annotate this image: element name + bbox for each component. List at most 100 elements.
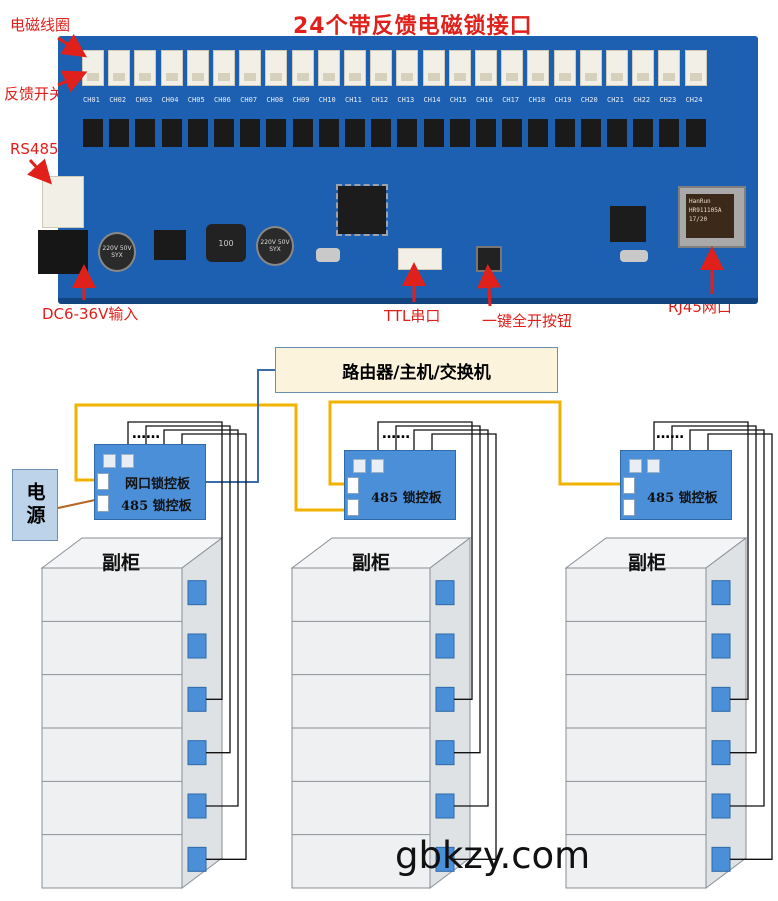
lock-module: [187, 793, 207, 819]
lock-module: [711, 686, 731, 712]
coil-connector: [134, 50, 157, 86]
watermark: gbkzy.com: [395, 834, 591, 877]
channel-label: CH17: [502, 96, 520, 104]
ttl-label: TTL串口: [384, 307, 441, 325]
regulator-chip: [154, 230, 186, 260]
mosfet: [659, 119, 680, 147]
mosfet: [607, 119, 627, 147]
channel-label: CH21: [607, 96, 624, 104]
channel-label: CH12: [371, 96, 389, 104]
wire-dots: ……: [132, 426, 160, 442]
channel-label: CH19: [554, 96, 572, 104]
coil-connector: [108, 50, 131, 86]
channel-label: CH14: [423, 96, 441, 104]
coil-connector: [265, 50, 288, 86]
power-cable: [57, 499, 96, 509]
lock-wire: [653, 421, 749, 700]
coil-connector: [344, 50, 366, 86]
cabinet-label-2: 副柜: [352, 552, 391, 574]
channel-label: CH07: [240, 96, 258, 104]
mosfet: [345, 119, 365, 147]
board-port: [97, 473, 109, 490]
lock-wire: [671, 425, 757, 754]
lock-wire: [431, 433, 497, 860]
lock-wire: [377, 421, 473, 700]
lock-wire: [413, 429, 489, 807]
feedback-arrow: [57, 70, 88, 93]
channel-label: CH04: [161, 96, 179, 104]
lock-module: [187, 633, 207, 659]
mosfet: [214, 119, 234, 147]
one-key-open-label: 一键全开按钮: [482, 312, 573, 330]
channel-label: CH01: [83, 96, 100, 104]
mosfet: [423, 119, 444, 147]
capacitor-1: 220V 50V SYX: [98, 232, 136, 272]
lock-module: [711, 580, 731, 606]
board-pad: [647, 459, 660, 473]
mosfet: [528, 119, 549, 147]
board-label-485: 485 锁控板: [121, 499, 192, 514]
coil-connector: [475, 50, 497, 86]
board-port: [97, 495, 109, 512]
button-arrow: [477, 264, 501, 307]
mosfet: [476, 119, 496, 147]
board-port: [623, 499, 635, 516]
mcu-chip: [336, 184, 388, 236]
channel-label: CH09: [292, 96, 310, 104]
board-pad: [371, 459, 384, 473]
rs485-bus-cable: [74, 403, 345, 512]
coil-connector: [291, 50, 314, 86]
channel-label: CH18: [528, 96, 546, 104]
coil-connector: [606, 50, 628, 86]
lock-module: [435, 580, 455, 606]
rj45-brand: HanRun: [689, 198, 711, 205]
channel-label: CH24: [685, 96, 703, 104]
lock-module: [187, 686, 207, 712]
channel-label: CH16: [476, 96, 493, 104]
channel-label: CH23: [659, 96, 677, 104]
channel-label: CH06: [214, 96, 231, 104]
coil-connector: [579, 50, 602, 86]
channel-label: CH02: [109, 96, 127, 104]
dc-input-label: DC6-36V输入: [42, 305, 139, 323]
mosfet: [187, 119, 208, 147]
mosfet: [371, 119, 392, 147]
lock-module: [187, 740, 207, 766]
cabinet-label-1: 副柜: [102, 552, 141, 574]
lock-module: [711, 846, 731, 872]
lock-module: [187, 846, 207, 872]
channel-label: CH15: [449, 96, 467, 104]
rs485-bus-cable: [328, 400, 622, 486]
mosfet: [135, 119, 156, 147]
coil-connector: [160, 50, 183, 86]
coil-connector: [82, 50, 104, 86]
channel-label: CH11: [345, 96, 362, 104]
wiring-diagram: [40, 369, 773, 889]
mosfet: [397, 119, 418, 147]
crystal: [316, 248, 340, 262]
coil-arrow: [57, 34, 87, 58]
lock-wire: [127, 421, 223, 700]
board-pad: [353, 459, 366, 473]
mosfet: [266, 119, 287, 147]
lock-module: [435, 793, 455, 819]
mosfet: [83, 119, 103, 147]
lock-module: [435, 686, 455, 712]
lock-module: [435, 740, 455, 766]
lock-module: [711, 633, 731, 659]
mosfet: [318, 119, 339, 147]
coil-connector: [317, 50, 340, 86]
network-cable: [206, 369, 275, 483]
coil-connector: [186, 50, 209, 86]
coil-connector: [422, 50, 445, 86]
mosfet: [685, 119, 706, 147]
channel-label: CH20: [580, 96, 598, 104]
annotation-arrows: [27, 34, 724, 307]
cabinet-label-3: 副柜: [628, 552, 667, 574]
wire-dots: ……: [656, 426, 684, 442]
crystal-2: [620, 250, 648, 262]
coil-connector: [658, 50, 681, 86]
mosfet: [161, 119, 182, 147]
lock-board-485-2: 485 锁控板: [344, 450, 456, 520]
inductor: 100: [206, 224, 246, 262]
